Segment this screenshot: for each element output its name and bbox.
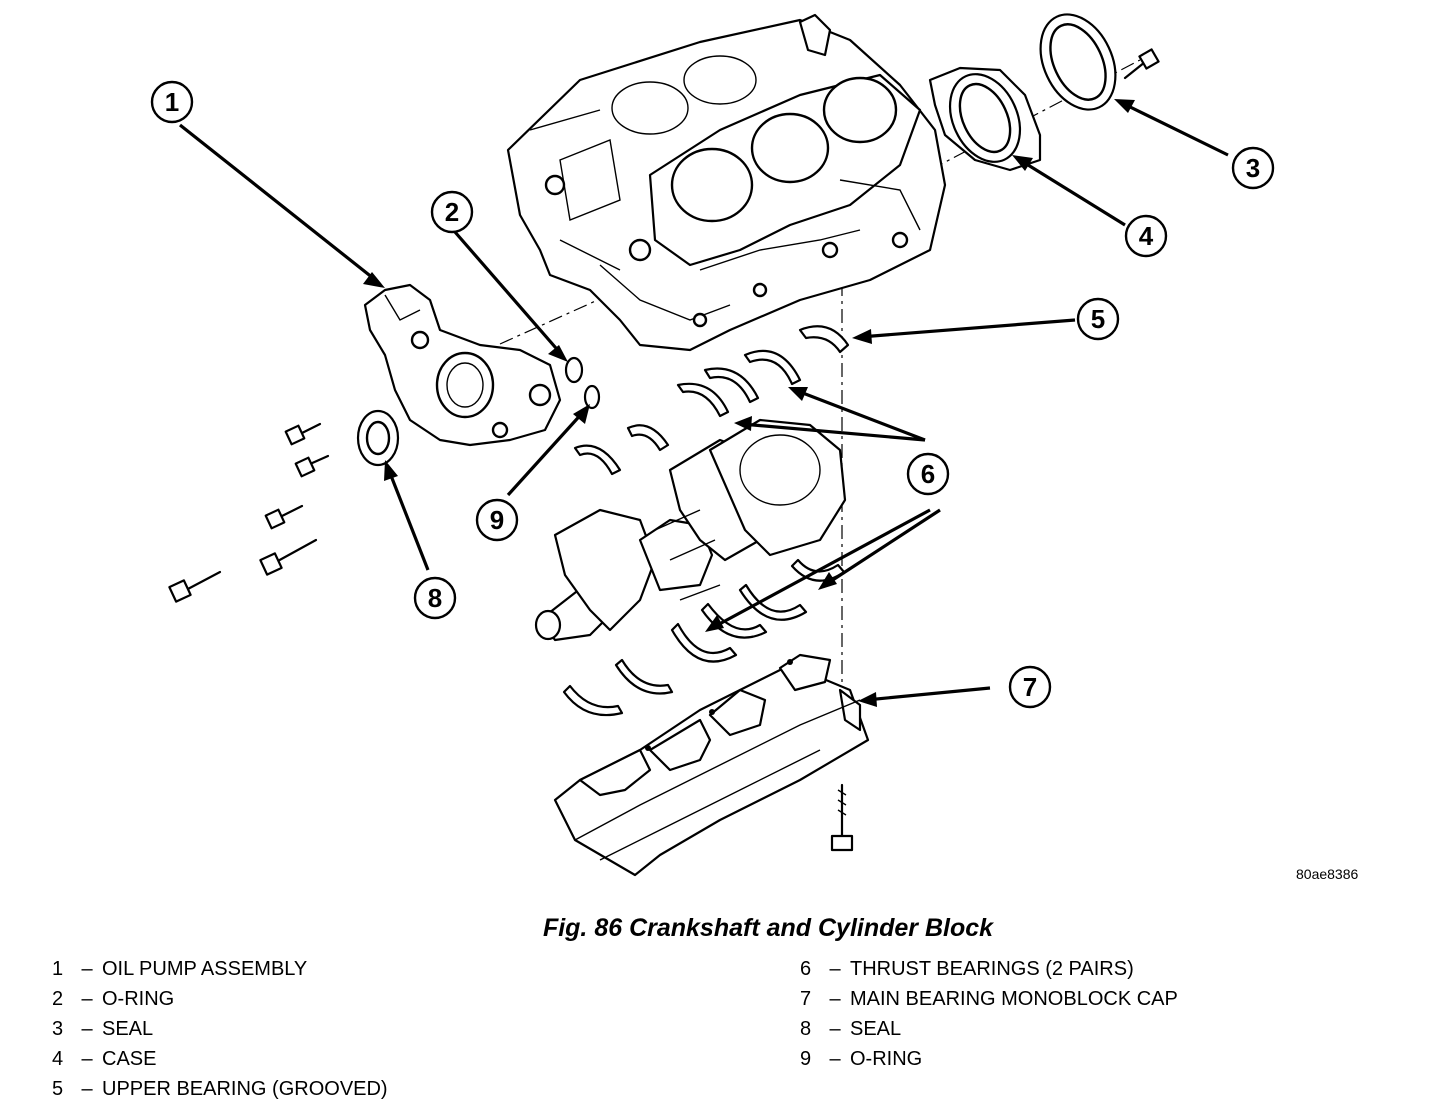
- legend-item: 8–SEAL: [800, 1014, 1178, 1044]
- front-seal: [356, 409, 400, 467]
- callout-1-label: 1: [165, 87, 179, 117]
- callout-8: 8: [413, 576, 457, 620]
- legend-item: 9–O-RING: [800, 1044, 1178, 1074]
- legend-item: 4–CASE: [52, 1044, 388, 1074]
- cap-bolt: [830, 783, 854, 852]
- legend-label: MAIN BEARING MONOBLOCK CAP: [850, 988, 1178, 1010]
- legend-label: CASE: [102, 1048, 157, 1070]
- legend-dash: –: [81, 988, 93, 1010]
- leader-4: [1012, 155, 1126, 227]
- rear-seal-ring: [1039, 13, 1117, 111]
- legend-dash: –: [81, 958, 93, 980]
- callout-8-label: 8: [428, 583, 442, 613]
- callout-7: 7: [1008, 665, 1052, 709]
- legend-item: 7–MAIN BEARING MONOBLOCK CAP: [800, 984, 1178, 1014]
- rear-case-bolt: [1123, 48, 1160, 80]
- oil-pump-assembly: [363, 283, 562, 447]
- callout-6-label: 6: [921, 459, 935, 489]
- rear-seal-case: [928, 66, 1042, 172]
- legend-right-column: 6–THRUST BEARINGS (2 PAIRS) 7–MAIN BEARI…: [800, 954, 1178, 1074]
- callout-2: 2: [430, 190, 474, 234]
- figure-code: 80ae8386: [1296, 866, 1359, 882]
- oil-pump-bolts: [168, 422, 330, 603]
- legend-dash: –: [829, 988, 841, 1010]
- legend-number: 9: [800, 1048, 812, 1070]
- legend-item: 1–OIL PUMP ASSEMBLY: [52, 954, 388, 984]
- callout-7-label: 7: [1023, 672, 1037, 702]
- legend-dash: –: [81, 1048, 93, 1070]
- callout-1: 1: [150, 80, 194, 124]
- legend-label: THRUST BEARINGS (2 PAIRS): [850, 958, 1134, 980]
- legend-dash: –: [81, 1078, 93, 1100]
- legend-number: 5: [52, 1078, 64, 1100]
- leader-1: [179, 123, 385, 288]
- legend-label: OIL PUMP ASSEMBLY: [102, 958, 308, 980]
- legend-left-column: 1–OIL PUMP ASSEMBLY 2–O-RING 3–SEAL 4–CA…: [52, 954, 388, 1104]
- o-ring-9: [583, 384, 601, 410]
- callout-3: 3: [1231, 146, 1275, 190]
- legend-dash: –: [81, 1018, 93, 1040]
- legend-number: 8: [800, 1018, 812, 1040]
- upper-bearing-shells: [573, 325, 850, 476]
- legend-dash: –: [829, 958, 841, 980]
- legend-label: O-RING: [102, 988, 175, 1010]
- leader-6: [705, 387, 941, 632]
- callout-4: 4: [1124, 214, 1168, 258]
- legend-dash: –: [829, 1048, 841, 1070]
- callout-9: 9: [475, 498, 519, 542]
- leader-2: [453, 230, 568, 362]
- legend-number: 6: [800, 958, 812, 980]
- legend-label: SEAL: [102, 1018, 154, 1040]
- leader-9: [506, 404, 590, 497]
- cylinder-block: [506, 13, 947, 352]
- legend-item: 6–THRUST BEARINGS (2 PAIRS): [800, 954, 1178, 984]
- main-bearing-monoblock-cap: [553, 653, 870, 877]
- legend-item: 2–O-RING: [52, 984, 388, 1014]
- legend-item: 3–SEAL: [52, 1014, 388, 1044]
- legend-number: 1: [52, 958, 64, 980]
- legend-item: 5–UPPER BEARING (GROOVED): [52, 1074, 388, 1104]
- legend-label: O-RING: [850, 1048, 923, 1070]
- callout-2-label: 2: [445, 197, 459, 227]
- leader-7: [858, 686, 991, 707]
- leader-8: [384, 460, 430, 571]
- callout-6: 6: [906, 452, 950, 496]
- legend-dash: –: [829, 1018, 841, 1040]
- callout-3-label: 3: [1246, 153, 1260, 183]
- leader-5: [852, 318, 1076, 344]
- crankshaft: [534, 418, 847, 642]
- legend-label: SEAL: [850, 1018, 902, 1040]
- callout-9-label: 9: [490, 505, 504, 535]
- exploded-view-diagram: 1 2 3 4 5 6 7 8 9: [150, 13, 1275, 877]
- legend-number: 7: [800, 988, 812, 1010]
- callout-5-label: 5: [1091, 304, 1105, 334]
- callout-5: 5: [1076, 297, 1120, 341]
- legend-number: 2: [52, 988, 64, 1010]
- callout-4-label: 4: [1139, 221, 1154, 251]
- legend-number: 4: [52, 1048, 64, 1070]
- o-ring-2: [564, 356, 584, 384]
- figure-caption: Fig. 86 Crankshaft and Cylinder Block: [542, 914, 994, 942]
- legend-number: 3: [52, 1018, 64, 1040]
- leader-3: [1114, 99, 1229, 157]
- legend-label: UPPER BEARING (GROOVED): [102, 1078, 388, 1100]
